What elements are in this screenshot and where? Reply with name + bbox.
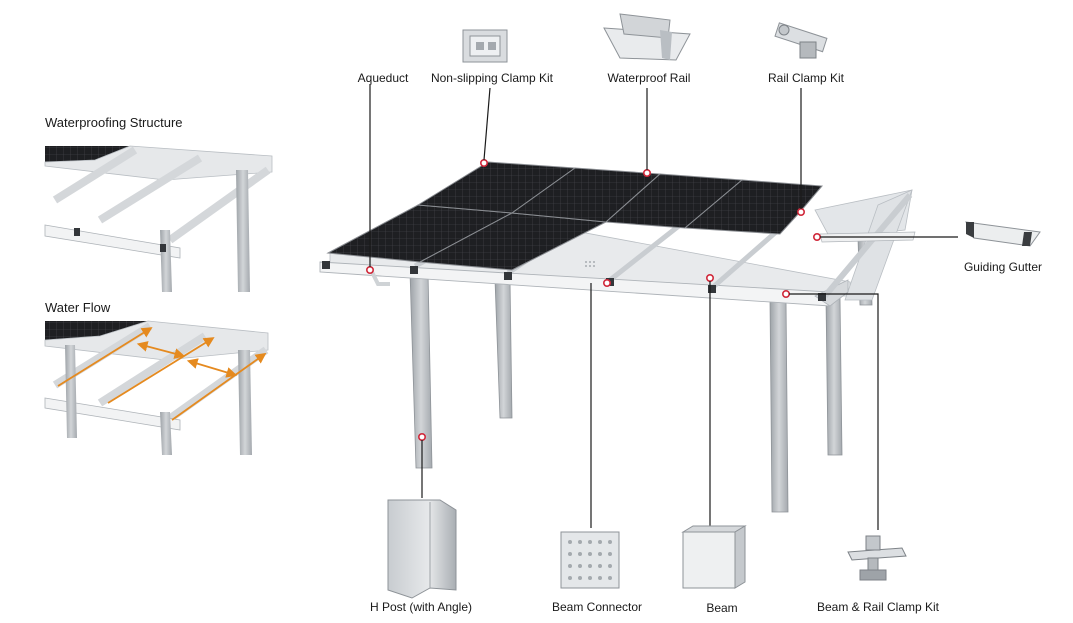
- waterproof-rail-icon: [603, 13, 691, 61]
- label-beam: Beam: [706, 601, 738, 615]
- beam-icon: [681, 525, 747, 589]
- beam-rail-clamp-icon: [847, 535, 907, 581]
- waterproofing-structure-panel: [44, 145, 273, 292]
- water-flow-title: Water Flow: [45, 300, 111, 315]
- main-carport: [319, 84, 958, 530]
- rail-clamp-icon: [774, 22, 828, 59]
- label-h-post: H Post (with Angle): [369, 600, 473, 614]
- label-aqueduct: Aqueduct: [357, 71, 409, 85]
- h-post-icon: [387, 499, 457, 599]
- label-beam-connector: Beam Connector: [551, 600, 643, 614]
- guiding-gutter-icon: [965, 221, 1041, 247]
- water-flow-panel: [44, 320, 269, 455]
- beam-connector-icon: [560, 531, 620, 589]
- label-non-slipping-clamp-kit: Non-slipping Clamp Kit: [430, 71, 554, 85]
- solar-panels: [326, 161, 824, 271]
- leader-lines: [369, 84, 958, 530]
- label-guiding-gutter: Guiding Gutter: [963, 260, 1043, 274]
- waterproofing-structure-title: Waterproofing Structure: [45, 115, 183, 130]
- callout-markers: [365, 159, 821, 441]
- flow-arrows: [57, 327, 267, 421]
- label-waterproof-rail: Waterproof Rail: [607, 71, 691, 85]
- label-rail-clamp-kit: Rail Clamp Kit: [767, 71, 845, 85]
- non-slipping-clamp-icon: [462, 29, 508, 63]
- label-beam-rail-clamp-kit: Beam & Rail Clamp Kit: [816, 600, 940, 614]
